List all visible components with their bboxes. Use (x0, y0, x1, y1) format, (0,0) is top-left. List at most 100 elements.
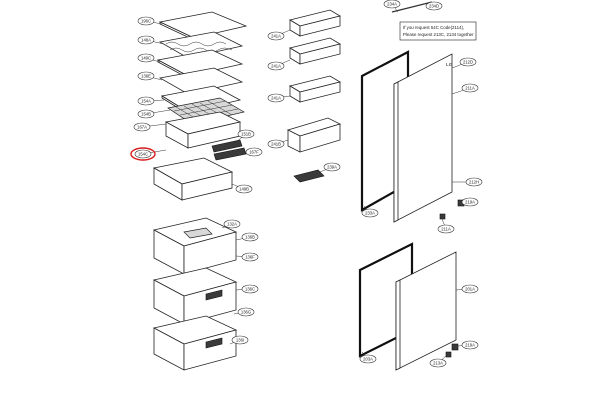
callout-label: 241A (271, 33, 281, 38)
callout-bubble (323, 162, 341, 172)
upper-door[interactable] (393, 53, 453, 223)
callout-233a[interactable]: 233A (361, 208, 379, 218)
callout-bubble (383, 0, 401, 9)
callout-label: 136F (245, 254, 255, 259)
callout-136g[interactable]: 136G (237, 307, 255, 317)
callout-203a[interactable]: 203A (359, 354, 377, 364)
callout-201a[interactable]: 201A (461, 284, 479, 294)
callout-151b[interactable]: 151B (237, 129, 255, 139)
callout-bubble (461, 284, 479, 294)
callout-bubble (223, 219, 241, 229)
callout-bubble (437, 224, 455, 234)
callout-bubble (267, 139, 285, 149)
callout-148a[interactable]: 148A (137, 35, 155, 45)
callout-label: 149C (141, 55, 151, 60)
vegetable-drawer-3[interactable] (152, 315, 238, 371)
callout-211a-1[interactable]: 211A (461, 83, 479, 93)
callout-241a-1[interactable]: 241A (267, 31, 285, 41)
callout-241a-2[interactable]: 241A (267, 61, 285, 71)
drawer-rail[interactable] (211, 139, 247, 161)
callout-196c[interactable]: 196C (137, 16, 155, 26)
callout-bubble (231, 335, 249, 345)
callout-bubble (359, 354, 377, 364)
door-bin-4[interactable] (286, 117, 342, 153)
callout-label: 154A (141, 98, 151, 103)
callout-241a-3[interactable]: 241A (267, 93, 285, 103)
callout-136b[interactable]: 136B (241, 232, 259, 242)
callout-label: 154C (138, 151, 148, 156)
callout-149c[interactable]: 149C (137, 53, 155, 63)
callout-label: 136C (245, 286, 255, 291)
callout-label: 233A (365, 210, 375, 215)
tray-167a[interactable] (164, 111, 242, 149)
callout-bubble (133, 122, 151, 132)
callout-bubble (465, 177, 483, 187)
callout-132a[interactable]: 132A (223, 219, 241, 229)
callout-212h[interactable]: 212H (465, 177, 483, 187)
vegetable-drawer-2[interactable] (152, 267, 238, 325)
callout-label: 239A (327, 164, 337, 169)
callout-label: 212D (463, 59, 473, 64)
callout-label: 167F (249, 149, 259, 154)
callout-167f[interactable]: 167F (245, 147, 263, 157)
callout-label: 219A (465, 342, 475, 347)
callout-bubble (267, 93, 285, 103)
wine-rack[interactable] (158, 31, 244, 59)
hinge-2[interactable] (445, 343, 459, 358)
callout-label: 211A (441, 226, 451, 231)
callout-239a[interactable]: 239A (323, 162, 341, 172)
callout-bubble (461, 83, 479, 93)
callout-label: 241B (271, 141, 281, 146)
callout-234a[interactable]: 234A (383, 0, 401, 9)
callout-136i[interactable]: 136I (231, 335, 249, 345)
callout-bubble (235, 184, 253, 194)
callout-211a-2[interactable]: 211A (437, 224, 455, 234)
callout-label: 211A (465, 85, 475, 90)
callout-bubble (245, 147, 263, 157)
callout-241b[interactable]: 241B (267, 139, 285, 149)
callout-212d[interactable]: 212D (459, 57, 477, 67)
callout-bubble (267, 61, 285, 71)
callout-label: 212H (469, 179, 479, 184)
door-bin-2[interactable] (288, 37, 342, 65)
callout-234d[interactable]: 234D (425, 1, 443, 11)
callout-label: 136B (245, 234, 255, 239)
note-box: If you request 54C Code(2114), Please re… (399, 21, 477, 41)
callout-label: 167A (137, 124, 147, 129)
callout-bubble (137, 109, 155, 119)
callout-bubble (237, 307, 255, 317)
callout-bubble (137, 16, 155, 26)
callout-154b[interactable]: 154B (137, 109, 155, 119)
callout-label: 132A (227, 221, 237, 226)
callout-bubble (137, 35, 155, 45)
glass-shelf-top[interactable] (158, 11, 248, 41)
callout-167a[interactable]: 167A (133, 122, 151, 132)
callout-136f[interactable]: 136F (241, 252, 259, 262)
callout-154a[interactable]: 154A (137, 96, 155, 106)
top-hinge-bar[interactable] (391, 1, 433, 13)
callout-136e[interactable]: 136E (137, 71, 155, 81)
egg-tray[interactable] (293, 169, 325, 183)
vegetable-drawer-1[interactable] (152, 217, 238, 275)
drawer-149b[interactable] (152, 157, 234, 201)
callout-label: 149B (239, 186, 249, 191)
callout-bubble (237, 129, 255, 139)
callout-label: 148A (141, 37, 151, 42)
callout-label: 241A (271, 63, 281, 68)
callout-label: 136G (241, 309, 251, 314)
hinge-1[interactable] (439, 199, 465, 220)
callout-219a-2[interactable]: 219A (461, 340, 479, 350)
door-bin-3[interactable] (288, 75, 342, 103)
callout-label: 219A (465, 199, 475, 204)
callout-149b[interactable]: 149B (235, 184, 253, 194)
door-bin-1[interactable] (288, 9, 342, 37)
callout-154c[interactable]: 154C (134, 149, 152, 159)
callout-136c[interactable]: 136C (241, 284, 259, 294)
lower-door[interactable] (395, 251, 457, 371)
shelf-136e[interactable] (158, 67, 244, 95)
callout-bubble (137, 71, 155, 81)
callout-219a-1[interactable]: 219A (461, 197, 479, 207)
callout-213a[interactable]: 213A (429, 358, 447, 368)
